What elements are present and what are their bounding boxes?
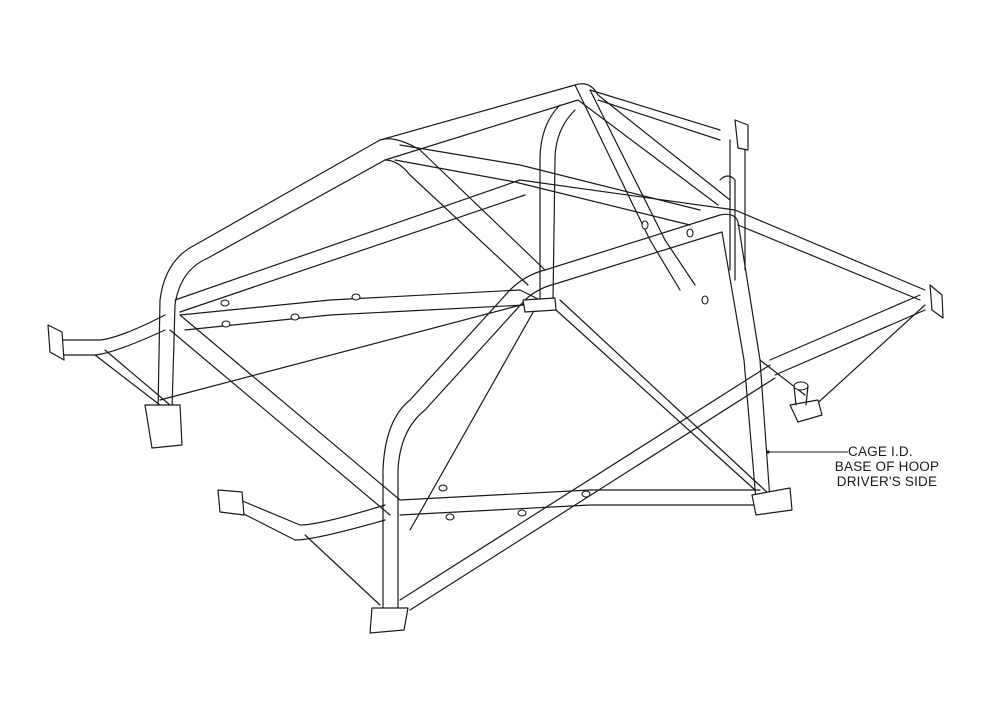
floor-bars bbox=[159, 179, 776, 611]
roof-bars bbox=[379, 84, 721, 291]
callout-leader-dot bbox=[766, 450, 770, 454]
callout-line-2: BASE OF HOOP bbox=[834, 459, 940, 474]
cage-id-callout: CAGE I.D. BASE OF HOOP DRIVER'S SIDE bbox=[822, 444, 952, 489]
gusset-holes bbox=[220, 220, 709, 521]
rear-hoop bbox=[157, 83, 731, 411]
rear-struts bbox=[734, 209, 926, 411]
harness-bar-stub bbox=[793, 381, 809, 391]
callout-line-3: DRIVER'S SIDE bbox=[836, 474, 938, 489]
main-hoop bbox=[382, 213, 771, 611]
a-pillars bbox=[539, 104, 746, 301]
callout-line-1: CAGE I.D. bbox=[848, 444, 913, 459]
mount-plates bbox=[47, 119, 944, 634]
rear-extension bbox=[59, 314, 386, 606]
